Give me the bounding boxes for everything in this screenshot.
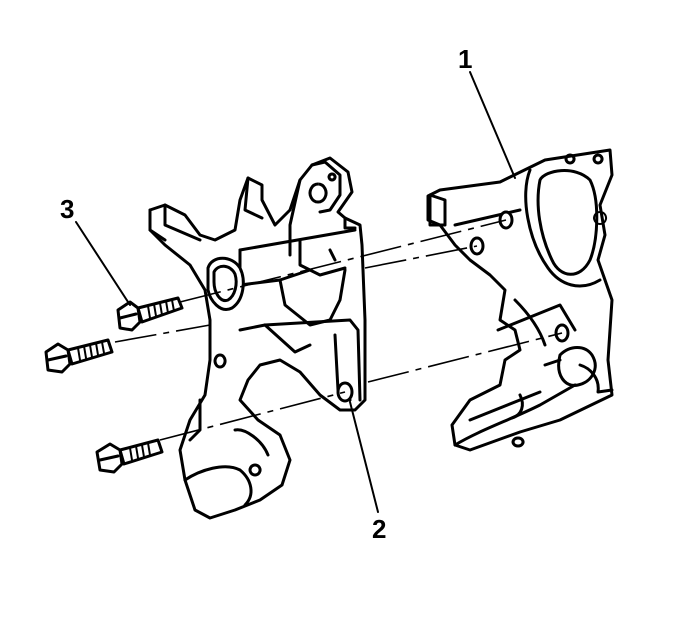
- bolt-lower: [95, 438, 164, 474]
- bolt-upper: [116, 296, 184, 332]
- callout-3-label: 3: [60, 194, 74, 224]
- bolt-middle: [44, 338, 114, 374]
- callout-1-label: 1: [458, 44, 472, 74]
- engine-block: [426, 148, 614, 452]
- callout-2-label: 2: [372, 514, 386, 544]
- mounting-bracket: [148, 156, 367, 520]
- alignment-lines: [114, 219, 563, 441]
- leader-lines: [75, 71, 516, 513]
